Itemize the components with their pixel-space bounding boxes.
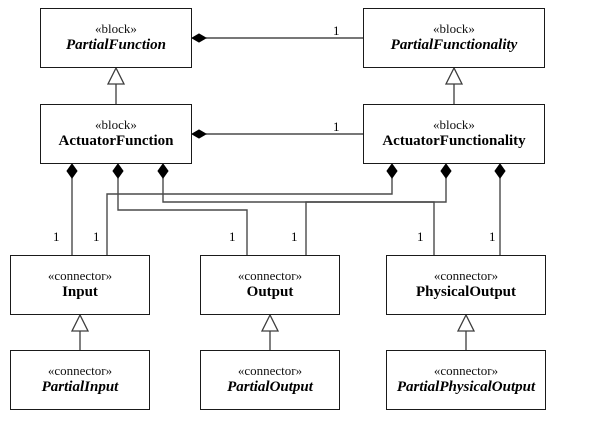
node-name: PhysicalOutput	[415, 283, 517, 300]
node-actuator-function[interactable]: «block» ActuatorFunction	[40, 104, 192, 164]
composition-actuator-functionality-physical-output	[494, 163, 506, 255]
multiplicity-label: 1	[489, 229, 496, 244]
node-name: PartialFunction	[65, 36, 167, 53]
node-stereotype: «block»	[95, 21, 137, 37]
composition-partial-function-partial-functionality	[190, 33, 363, 43]
composition-actuator-function-input	[66, 163, 78, 255]
node-output[interactable]: «connector» Output	[200, 255, 340, 315]
node-partial-functionality[interactable]: «block» PartialFunctionality	[363, 8, 545, 68]
node-name: PartialFunctionality	[390, 36, 518, 53]
composition-actuator-function-actuator-functionality	[190, 129, 363, 139]
multiplicity-label: 1	[417, 229, 424, 244]
composition-actuator-functionality-input	[106, 163, 398, 255]
node-stereotype: «connector»	[433, 268, 499, 284]
node-name: ActuatorFunctionality	[382, 132, 526, 149]
multiplicity-label: 1	[53, 229, 60, 244]
node-name: PartialOutput	[227, 378, 313, 395]
multiplicity-label: 1	[291, 229, 298, 244]
node-physical-output[interactable]: «connector» PhysicalOutput	[386, 255, 546, 315]
generalization-actuator-function-to-partial-function	[106, 66, 126, 104]
multiplicity-label: 1	[333, 119, 340, 134]
node-partial-output[interactable]: «connector» PartialOutput	[200, 350, 340, 410]
node-stereotype: «connector»	[433, 363, 499, 379]
generalization-partial-physical-output-to-physical-output	[456, 313, 476, 350]
composition-actuator-function-physical-output	[157, 163, 435, 255]
node-name: Output	[246, 283, 294, 300]
node-name: PartialInput	[41, 378, 119, 395]
node-partial-input[interactable]: «connector» PartialInput	[10, 350, 150, 410]
node-stereotype: «connector»	[237, 268, 303, 284]
node-name: PartialPhysicalOutput	[396, 378, 536, 395]
node-stereotype: «connector»	[47, 268, 113, 284]
node-stereotype: «block»	[433, 21, 475, 37]
node-actuator-functionality[interactable]: «block» ActuatorFunctionality	[363, 104, 545, 164]
node-partial-physical-output[interactable]: «connector» PartialPhysicalOutput	[386, 350, 546, 410]
multiplicity-label: 1	[333, 23, 340, 38]
composition-actuator-function-output	[112, 163, 248, 255]
multiplicity-label: 1	[93, 229, 100, 244]
multiplicity-label: 1	[229, 229, 236, 244]
node-name: Input	[62, 283, 98, 300]
generalization-partial-output-to-output	[260, 313, 280, 350]
composition-actuator-functionality-output	[305, 163, 452, 255]
generalization-actuator-functionality-to-partial-functionality	[444, 66, 464, 104]
node-stereotype: «block»	[433, 117, 475, 133]
node-input[interactable]: «connector» Input	[10, 255, 150, 315]
node-stereotype: «connector»	[47, 363, 113, 379]
node-name: ActuatorFunction	[58, 132, 174, 149]
node-stereotype: «connector»	[237, 363, 303, 379]
node-partial-function[interactable]: «block» PartialFunction	[40, 8, 192, 68]
generalization-partial-input-to-input	[70, 313, 90, 350]
node-stereotype: «block»	[95, 117, 137, 133]
